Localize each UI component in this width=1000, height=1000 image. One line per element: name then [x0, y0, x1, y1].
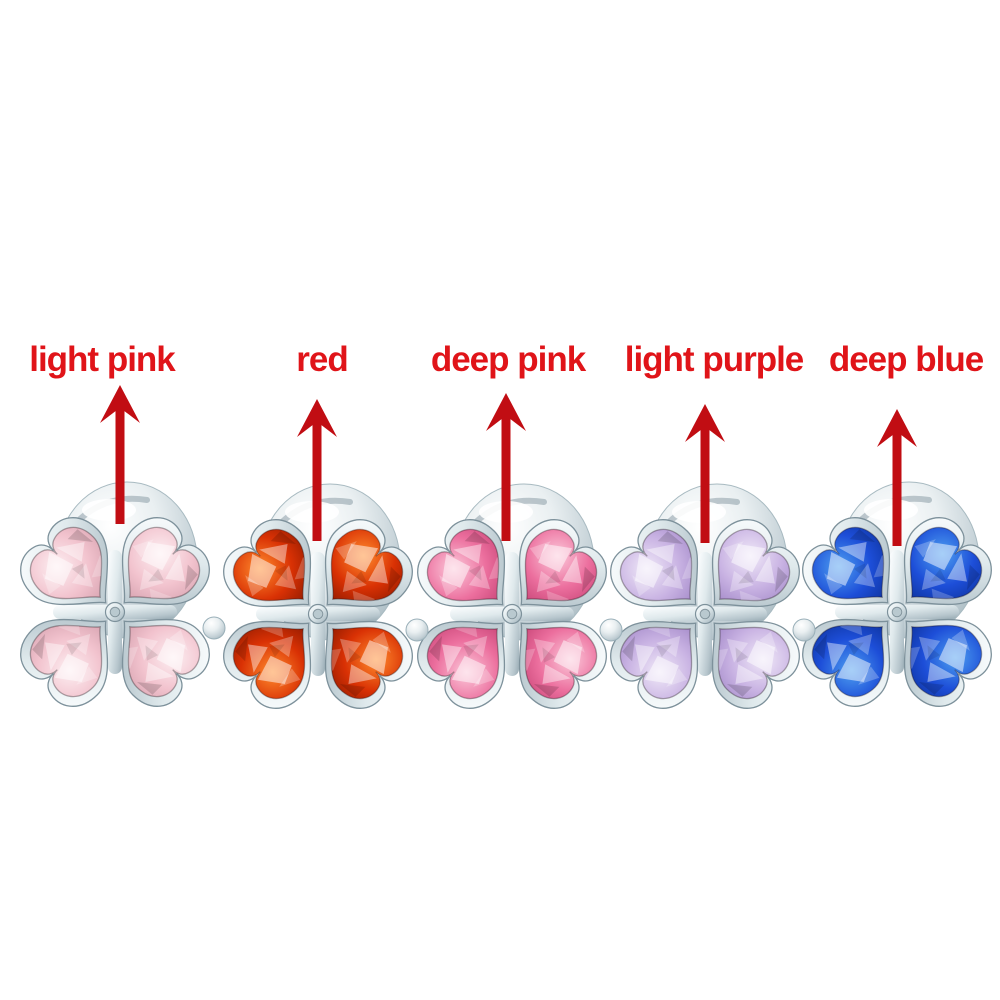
product-red	[211, 483, 429, 721]
product-deep-blue	[790, 481, 1000, 719]
metal-knob	[599, 618, 623, 642]
arrow-stem	[700, 427, 710, 543]
arrow-light-purple	[685, 404, 725, 543]
metal-knob	[405, 618, 429, 642]
arrow-red	[297, 399, 337, 541]
arrow-deep-pink	[486, 393, 526, 541]
arrow-head	[877, 409, 917, 447]
product-light-purple	[598, 483, 816, 721]
arrow-head	[297, 399, 337, 437]
arrow-stem	[312, 422, 322, 541]
arrow-head	[685, 404, 725, 442]
arrow-head	[486, 393, 526, 431]
arrow-stem	[115, 408, 125, 524]
annotation-arrows	[100, 385, 917, 546]
arrow-stem	[501, 416, 511, 541]
metal-knob	[202, 616, 226, 640]
metal-knob	[792, 618, 816, 642]
arrow-deep-blue	[877, 409, 917, 546]
product-deep-pink	[405, 483, 623, 721]
arrow-light-pink	[100, 385, 140, 524]
arrow-head	[100, 385, 140, 423]
arrow-stem	[892, 432, 902, 546]
